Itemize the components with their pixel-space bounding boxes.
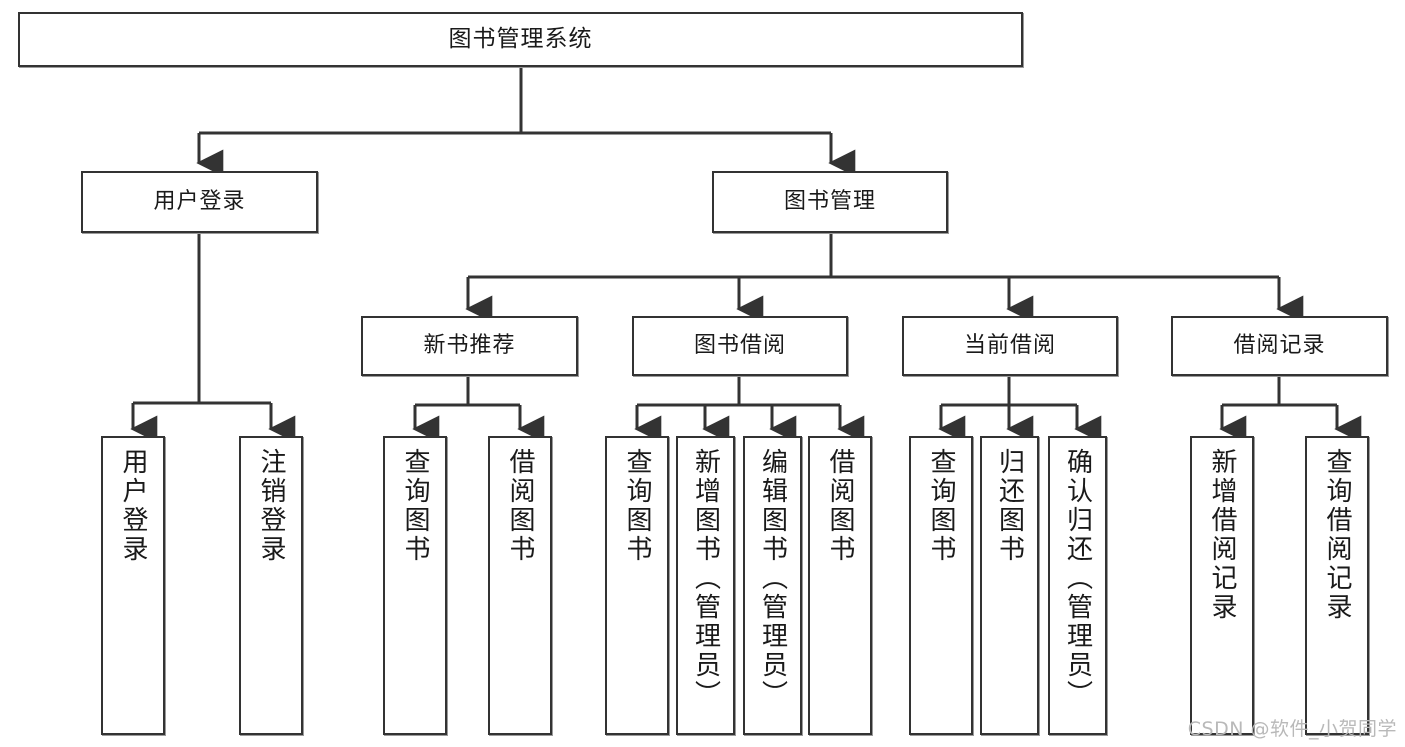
node-label: 借阅图书	[825, 448, 855, 564]
node-borrowing-records[interactable]: 借阅记录	[1171, 316, 1388, 376]
node-user-login[interactable]: 用户登录	[81, 171, 318, 233]
leaf-query-borrowing-record[interactable]: 查询借阅记录	[1305, 436, 1369, 735]
node-label: 借阅记录	[1233, 333, 1326, 359]
node-label: 注销登录	[256, 448, 286, 564]
node-current-borrowing[interactable]: 当前借阅	[902, 316, 1118, 376]
node-label: 用户登录	[118, 448, 148, 564]
leaf-add-borrowing-record[interactable]: 新增借阅记录	[1190, 436, 1254, 735]
node-label: 查询图书	[926, 448, 956, 564]
node-label: 图书管理	[783, 189, 876, 215]
node-label: 查询图书	[622, 448, 652, 564]
node-root-library-management-system[interactable]: 图书管理系统	[18, 12, 1023, 67]
node-label: 归还图书	[994, 448, 1025, 564]
node-label: 图书借阅	[693, 333, 786, 359]
node-label: 新书推荐	[423, 333, 516, 359]
node-label: 查询图书	[400, 448, 430, 564]
leaf-edit-book-admin[interactable]: 编辑图书（管理员）	[743, 436, 802, 735]
leaf-logout[interactable]: 注销登录	[239, 436, 303, 735]
leaf-return-books[interactable]: 归还图书	[980, 436, 1039, 735]
node-label: 借阅图书	[505, 448, 535, 564]
node-label: 编辑图书（管理员）	[757, 448, 788, 709]
leaf-confirm-return-admin[interactable]: 确认归还（管理员）	[1048, 436, 1107, 735]
leaf-add-book-admin[interactable]: 新增图书（管理员）	[676, 436, 735, 735]
leaf-borrow-books-recommendation[interactable]: 借阅图书	[488, 436, 552, 735]
watermark-text: CSDN @软件_小贺同学	[1187, 718, 1397, 740]
node-label: 用户登录	[153, 189, 246, 215]
leaf-query-books-recommendation[interactable]: 查询图书	[383, 436, 447, 735]
node-book-borrowing[interactable]: 图书借阅	[632, 316, 848, 376]
leaf-borrow-books-borrowing[interactable]: 借阅图书	[808, 436, 872, 735]
node-label: 确认归还（管理员）	[1062, 448, 1093, 709]
leaf-query-books-borrowing[interactable]: 查询图书	[605, 436, 669, 735]
node-label: 当前借阅	[963, 333, 1056, 359]
node-book-management[interactable]: 图书管理	[712, 171, 948, 233]
leaf-query-books-current[interactable]: 查询图书	[909, 436, 973, 735]
node-label: 查询借阅记录	[1322, 448, 1352, 622]
node-label: 新增图书（管理员）	[690, 448, 721, 709]
node-label: 新增借阅记录	[1207, 448, 1237, 622]
leaf-user-login[interactable]: 用户登录	[101, 436, 165, 735]
node-label: 图书管理系统	[448, 26, 593, 53]
node-new-book-recommendation[interactable]: 新书推荐	[361, 316, 578, 376]
